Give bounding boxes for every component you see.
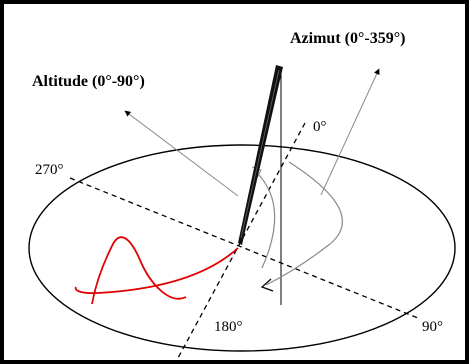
altitude-label: Altitude (0°-90°) — [32, 73, 145, 90]
degree-180-label: 180° — [214, 319, 243, 335]
axis-270-90 — [69, 177, 419, 319]
azimuth-arc-arrowhead — [260, 278, 274, 292]
altitude-angle-arc — [255, 171, 276, 269]
sun-trajectory — [74, 236, 239, 305]
sun-pointer — [238, 65, 283, 245]
degree-270-label: 270° — [35, 162, 64, 178]
degree-90-label: 90° — [422, 319, 443, 335]
degree-0-label: 0° — [313, 119, 327, 135]
azimuth-angle-arc — [265, 161, 343, 286]
azimuth-arrow — [320, 68, 380, 196]
azimuth-label: Azimut (0°-359°) — [290, 30, 406, 47]
altitude-arrow — [124, 110, 239, 197]
sun-pointer-highlight — [240, 69, 280, 239]
horizon-ellipse — [28, 144, 456, 352]
